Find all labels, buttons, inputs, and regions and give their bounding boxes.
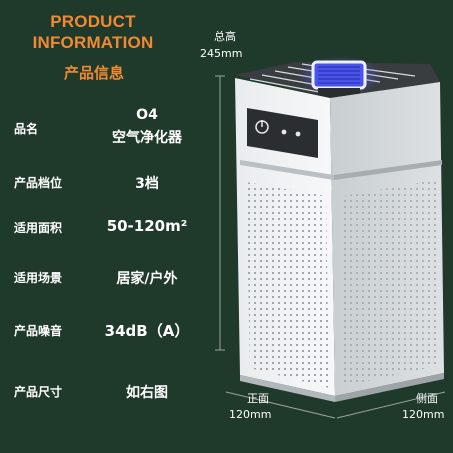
front-vent-holes <box>246 182 329 388</box>
spec-row-noise: 产品噪音 34dB（A） <box>0 322 210 346</box>
spec-value: 3档 <box>135 176 159 192</box>
indicator-light <box>281 129 287 135</box>
spec-value-model: O4 <box>136 107 158 123</box>
spec-row-scene: 适用场景 居家/户外 <box>0 269 210 293</box>
spec-label: 产品档位 <box>14 176 63 190</box>
height-value: 245mm <box>200 47 243 60</box>
side-vent-holes <box>342 180 438 386</box>
dimension-lines <box>215 75 446 419</box>
spec-label: 适用场景 <box>14 271 63 285</box>
base-front <box>240 375 335 402</box>
spec-label: 适用面积 <box>14 221 63 235</box>
side-value: 120mm <box>402 408 445 421</box>
spec-label: 产品尺寸 <box>14 385 63 399</box>
spec-row-area: 适用面积 50-120m² <box>0 217 210 243</box>
title-product: PRODUCT <box>50 12 136 31</box>
front-value: 120mm <box>229 408 272 421</box>
side-label: 侧面 <box>416 392 438 405</box>
spec-value: 34dB（A） <box>104 322 190 340</box>
uv-light-dots <box>318 66 360 84</box>
base-side <box>335 373 444 402</box>
spec-value: 50-120m² <box>106 217 188 235</box>
spec-value-type: 空气净化器 <box>112 130 182 146</box>
height-label: 总高 <box>214 30 236 43</box>
spec-value: 居家/户外 <box>116 271 178 287</box>
spec-value: 如右图 <box>126 385 168 401</box>
spec-row-size: 产品尺寸 如右图 <box>0 383 210 407</box>
spec-label: 品名 <box>14 122 39 136</box>
spec-row-gears: 产品档位 3档 <box>0 174 210 198</box>
spec-row-name: 品名 O4 空气净化器 <box>0 107 210 146</box>
title-chinese: 产品信息 <box>63 64 124 82</box>
title-information: INFORMATION <box>32 33 154 52</box>
spec-label: 产品噪音 <box>14 324 63 338</box>
front-label: 正面 <box>247 392 269 405</box>
indicator-light <box>295 131 301 137</box>
